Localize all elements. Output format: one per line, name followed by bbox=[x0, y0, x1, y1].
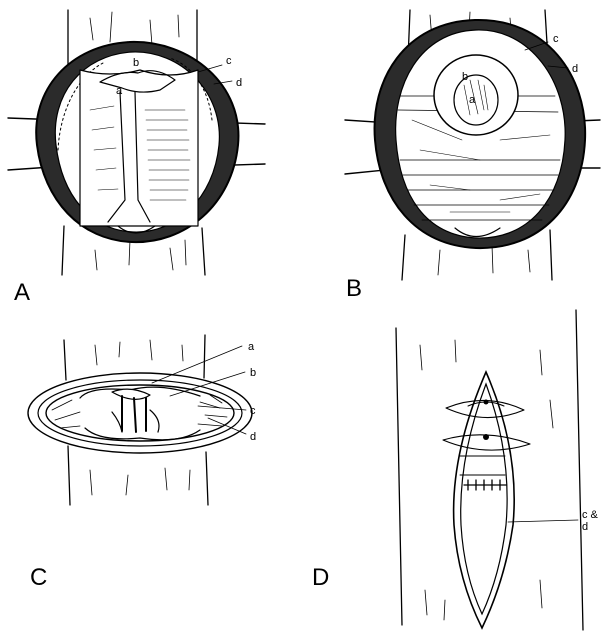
panel-c-callus bbox=[28, 373, 252, 453]
panel-c-label-c: c bbox=[250, 405, 256, 417]
panel-d-labels: c & d bbox=[508, 509, 599, 533]
panel-b-letter: B bbox=[346, 275, 362, 302]
panel-a-label-b: b bbox=[133, 57, 139, 69]
panel-b-label-c: c bbox=[553, 33, 559, 45]
panel-d-label-c: c & bbox=[582, 509, 599, 521]
panel-a: b a c d A bbox=[8, 10, 265, 306]
panel-c-label-d: d bbox=[250, 431, 256, 443]
panel-c-letter: C bbox=[30, 564, 47, 591]
panel-b-wood-disc bbox=[434, 55, 518, 135]
panel-a-label-c: c bbox=[226, 55, 232, 67]
panel-c-label-b: b bbox=[250, 367, 256, 379]
panel-c-label-a: a bbox=[248, 341, 255, 353]
panel-a-label-d: d bbox=[236, 77, 242, 89]
panel-a-wound bbox=[80, 70, 198, 233]
panel-b-label-a: a bbox=[469, 94, 476, 106]
panel-b-label-b: b bbox=[462, 71, 468, 83]
panel-d-letter: D bbox=[312, 564, 329, 591]
panel-d-wound bbox=[443, 372, 530, 628]
panel-b-label-d: d bbox=[572, 63, 578, 75]
panel-a-letter: A bbox=[14, 279, 30, 306]
panel-b: b a c d B bbox=[345, 10, 600, 302]
panel-d-label-d: d bbox=[582, 521, 588, 533]
panel-d: c & d D bbox=[312, 310, 599, 630]
panel-a-label-a: a bbox=[116, 85, 123, 97]
panel-c: a b c d C bbox=[28, 335, 256, 591]
